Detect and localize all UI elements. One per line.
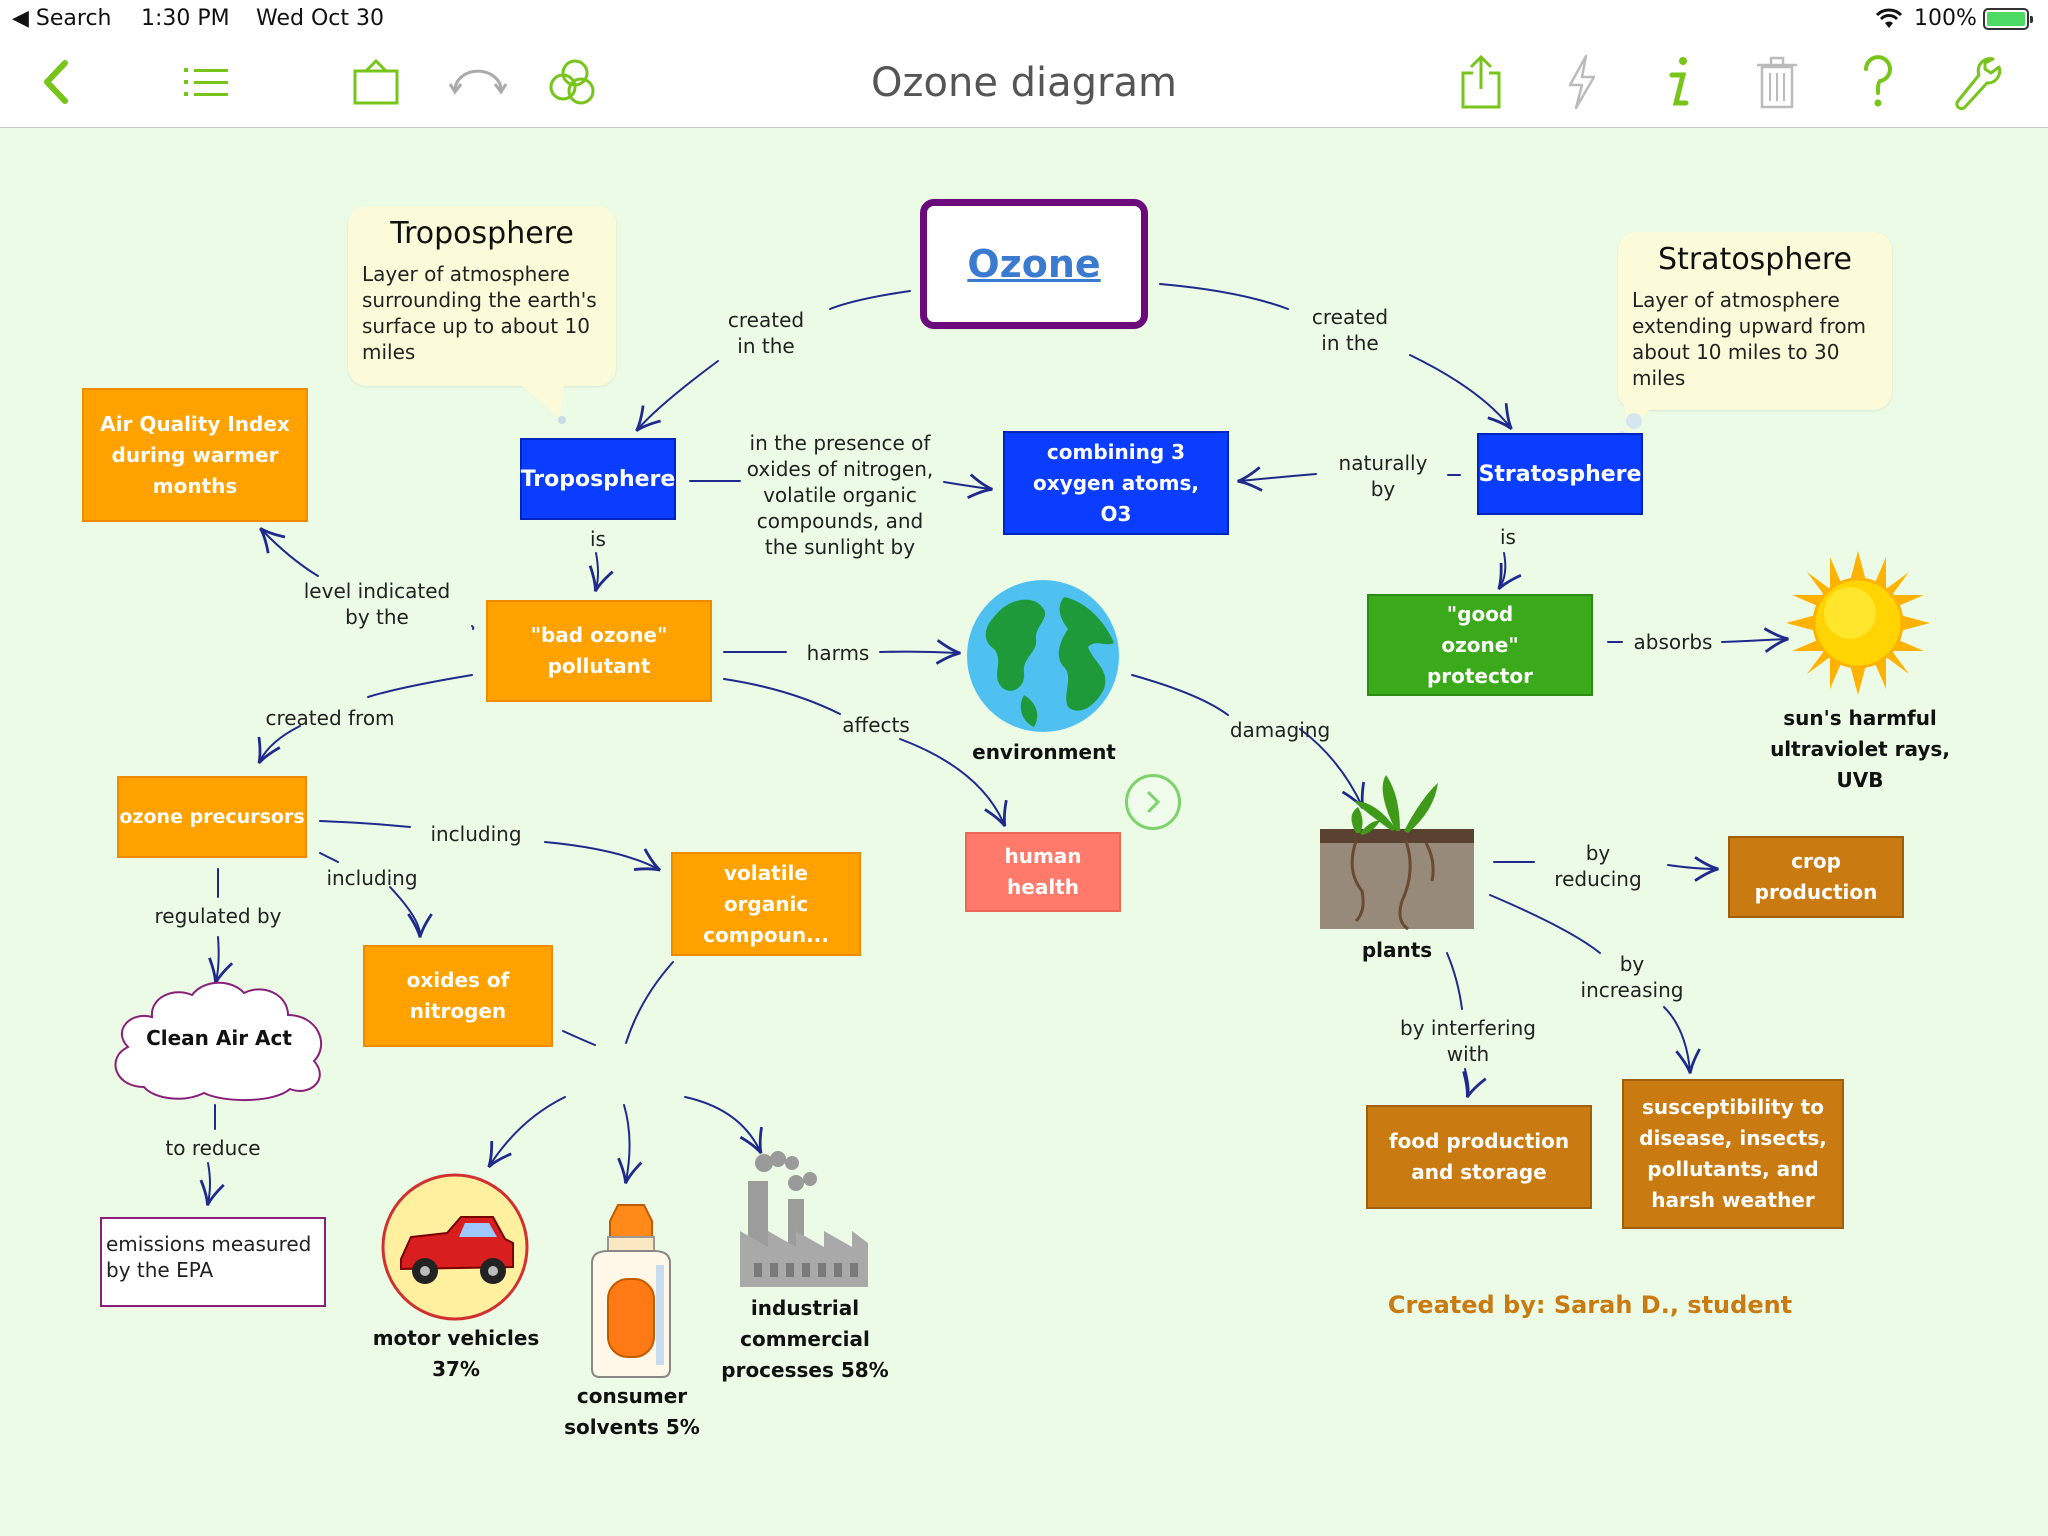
chevron-right-icon (1147, 791, 1161, 813)
bad-ozone-node[interactable]: "bad ozone" pollutant (486, 600, 712, 702)
trash-icon[interactable] (1747, 48, 1807, 116)
voc-node[interactable]: volatile organic compoun... (671, 852, 861, 956)
link-label-is-left: is (590, 527, 606, 551)
environment-caption: environment (972, 740, 1116, 764)
aqi-node[interactable]: Air Quality Index during warmer months (82, 388, 308, 522)
ozone-root-node[interactable]: Ozone (920, 199, 1148, 329)
link-label-including-nox: including (326, 866, 418, 890)
link-label-created-in-right: created in the (1311, 305, 1389, 355)
sun-caption: sun's harmful ultraviolet rays, UVB (1770, 706, 1950, 792)
link-label-regulated-by: regulated by (154, 904, 282, 928)
lightning-icon[interactable] (1552, 48, 1612, 116)
outline-icon[interactable] (176, 48, 236, 116)
battery-icon (1983, 8, 2033, 30)
link-label-by-reducing: by reducing (1554, 841, 1642, 891)
troposphere-note-title: Troposphere (390, 216, 574, 251)
plants-caption: plants (1361, 938, 1433, 962)
link-label-harms: harms (806, 641, 870, 665)
link-label-by-increasing: by increasing (1580, 952, 1684, 1002)
factory-icon (740, 1151, 868, 1287)
toolbar: Ozone diagram (0, 40, 2048, 128)
troposphere-note-tail (520, 384, 566, 424)
share-icon[interactable] (1451, 48, 1511, 116)
troposphere-note-text: Layer of atmosphere surrounding the eart… (362, 262, 597, 364)
clean-air-act-label: Clean Air Act (146, 1026, 292, 1050)
stratosphere-note[interactable]: Stratosphere Layer of atmosphere extendi… (1618, 232, 1892, 410)
link-label-naturally-by: naturally by (1338, 451, 1428, 501)
style-icon[interactable] (542, 48, 602, 116)
ozone-precursors-node[interactable]: ozone precursors (117, 776, 307, 858)
industrial-caption: industrial commercial processes 58% (721, 1296, 889, 1382)
diagram-canvas[interactable]: Ozone Troposphere Layer of atmosphere su… (0, 129, 2048, 1536)
stratosphere-note-text: Layer of atmosphere extending upward fro… (1632, 288, 1867, 390)
plant-soil-icon (1320, 775, 1474, 931)
wrench-icon[interactable] (1948, 48, 2008, 116)
epa-emissions-node[interactable]: emissions measured by the EPA (100, 1217, 326, 1307)
wifi-icon (1874, 8, 1904, 36)
concept-links (199, 283, 1789, 1206)
status-date: Wed Oct 30 (256, 6, 384, 31)
undo-redo-icon[interactable] (448, 48, 508, 116)
susceptibility-node[interactable]: susceptibility to disease, insects, poll… (1622, 1079, 1844, 1229)
link-label-including-voc: including (430, 822, 522, 846)
link-label-is-right: is (1500, 525, 1516, 549)
crop-production-node[interactable]: crop production (1728, 836, 1904, 918)
troposphere-node[interactable]: Troposphere (520, 438, 676, 520)
frame-icon[interactable] (346, 48, 406, 116)
link-label-absorbs: absorbs (1633, 630, 1713, 654)
expand-button[interactable] (1125, 774, 1181, 830)
stratosphere-note-tail (1618, 405, 1654, 439)
help-icon[interactable] (1848, 48, 1908, 116)
info-icon[interactable] (1648, 48, 1708, 116)
human-health-node[interactable]: human health (965, 832, 1121, 912)
page-title: Ozone diagram (871, 60, 1177, 106)
earth-globe-icon (967, 580, 1119, 732)
link-label-presence: in the presence of oxides of nitrogen, v… (746, 431, 934, 559)
good-ozone-node[interactable]: "good ozone" protector (1367, 594, 1593, 696)
oxides-of-nitrogen-node[interactable]: oxides of nitrogen (363, 945, 553, 1047)
link-label-damaging: damaging (1229, 718, 1331, 742)
combining-oxygen-node[interactable]: combining 3 oxygen atoms, O3 (1003, 431, 1229, 535)
link-label-created-from: created from (265, 706, 395, 730)
ozone-root-label: Ozone (967, 242, 1101, 286)
author-credit: Created by: Sarah D., student (1387, 1291, 1793, 1319)
food-production-node[interactable]: food production and storage (1366, 1105, 1592, 1209)
motor-vehicles-caption: motor vehicles 37% (372, 1326, 540, 1381)
truck-icon (381, 1173, 529, 1321)
clean-air-act-cloud[interactable] (104, 975, 334, 1105)
stratosphere-node[interactable]: Stratosphere (1477, 433, 1643, 515)
back-icon[interactable] (25, 48, 85, 116)
link-label-level-indicated: level indicated by the (303, 579, 451, 629)
status-bar: ◀ Search 1:30 PM Wed Oct 30 100% (0, 0, 2048, 40)
sun-icon (1786, 551, 1930, 695)
battery-percent: 100% (1914, 6, 1977, 31)
link-label-affects: affects (842, 713, 910, 737)
link-label-by-interfering: by interfering with (1400, 1016, 1536, 1066)
solvent-bottle-icon (591, 1204, 671, 1378)
link-label-created-in-left: created in the (727, 308, 805, 358)
troposphere-note[interactable]: Troposphere Layer of atmosphere surround… (348, 206, 616, 386)
consumer-solvents-caption: consumer solvents 5% (564, 1384, 700, 1439)
link-label-to-reduce: to reduce (165, 1136, 261, 1160)
stratosphere-note-title: Stratosphere (1658, 242, 1852, 277)
status-time: 1:30 PM (141, 6, 230, 31)
back-to-search-link[interactable]: ◀ Search (12, 6, 112, 31)
